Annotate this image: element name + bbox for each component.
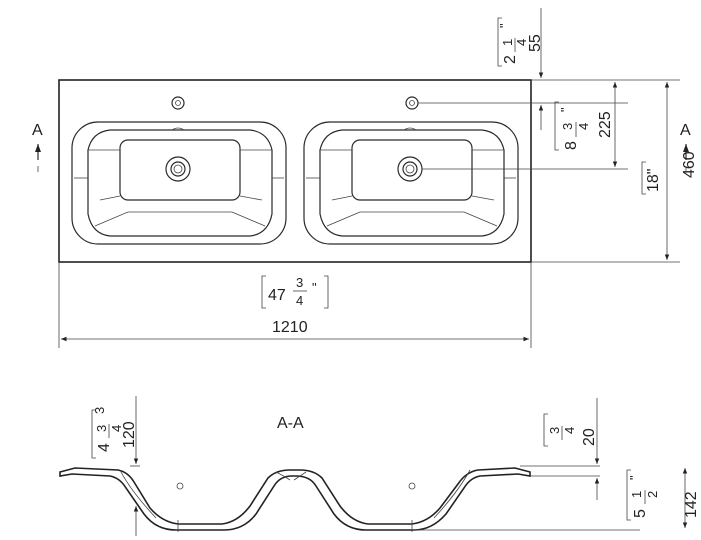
basin-right — [303, 121, 519, 245]
section-marker-right: A — [680, 122, 691, 139]
width-in-num: 3 — [296, 275, 303, 290]
tap-offset-in-den: 4 — [514, 39, 529, 46]
tap-hole-left — [171, 96, 185, 110]
basin-left — [71, 121, 287, 245]
svg-text:": " — [558, 107, 573, 112]
depth-mm-label: 460 — [681, 151, 698, 178]
countertop-outline — [58, 79, 532, 263]
total-in-num: 1 — [629, 491, 644, 498]
width-in-den: 4 — [296, 293, 303, 308]
svg-text:": " — [627, 475, 642, 480]
basin-profile — [59, 467, 531, 531]
lip-mm-label: 20 — [581, 428, 598, 446]
tap-offset-mm-label: 55 — [527, 34, 544, 52]
lip-in-den: 4 — [562, 427, 577, 434]
tap-offset-in-num: 1 — [500, 39, 515, 46]
drain-offset-in-num: 3 — [560, 123, 575, 130]
top-view: 460 18" 225 8 3 4 " 55 2 1 4 " 1210 47 3… — [32, 8, 698, 348]
lip-in-num: 3 — [547, 427, 562, 434]
svg-text:": " — [312, 280, 317, 295]
section-view: A-A 120 4 3 4 3 20 3 4 1 — [59, 396, 700, 536]
height-in-den: 4 — [109, 425, 124, 432]
section-marker-left: A — [32, 122, 43, 139]
drain-offset-in-den: 4 — [576, 123, 591, 130]
section-title: A-A — [277, 415, 304, 432]
height-in-num: 3 — [94, 425, 109, 432]
svg-text:3: 3 — [92, 407, 107, 414]
drain-offset-mm-label: 225 — [597, 111, 614, 138]
total-mm-label: 142 — [683, 491, 700, 518]
width-in-whole: 47 — [268, 287, 286, 304]
svg-text:": " — [497, 23, 512, 28]
drain-offset-in-whole: 8 — [563, 141, 580, 150]
total-in-whole: 5 — [632, 509, 649, 518]
height-mm-label: 120 — [121, 421, 138, 448]
total-in-den: 2 — [645, 491, 660, 498]
tap-offset-in-whole: 2 — [502, 55, 519, 64]
depth-in-label: 18" — [645, 169, 662, 192]
height-in-whole: 4 — [96, 443, 113, 452]
width-mm-label: 1210 — [272, 319, 308, 336]
tap-hole-right — [405, 96, 419, 110]
